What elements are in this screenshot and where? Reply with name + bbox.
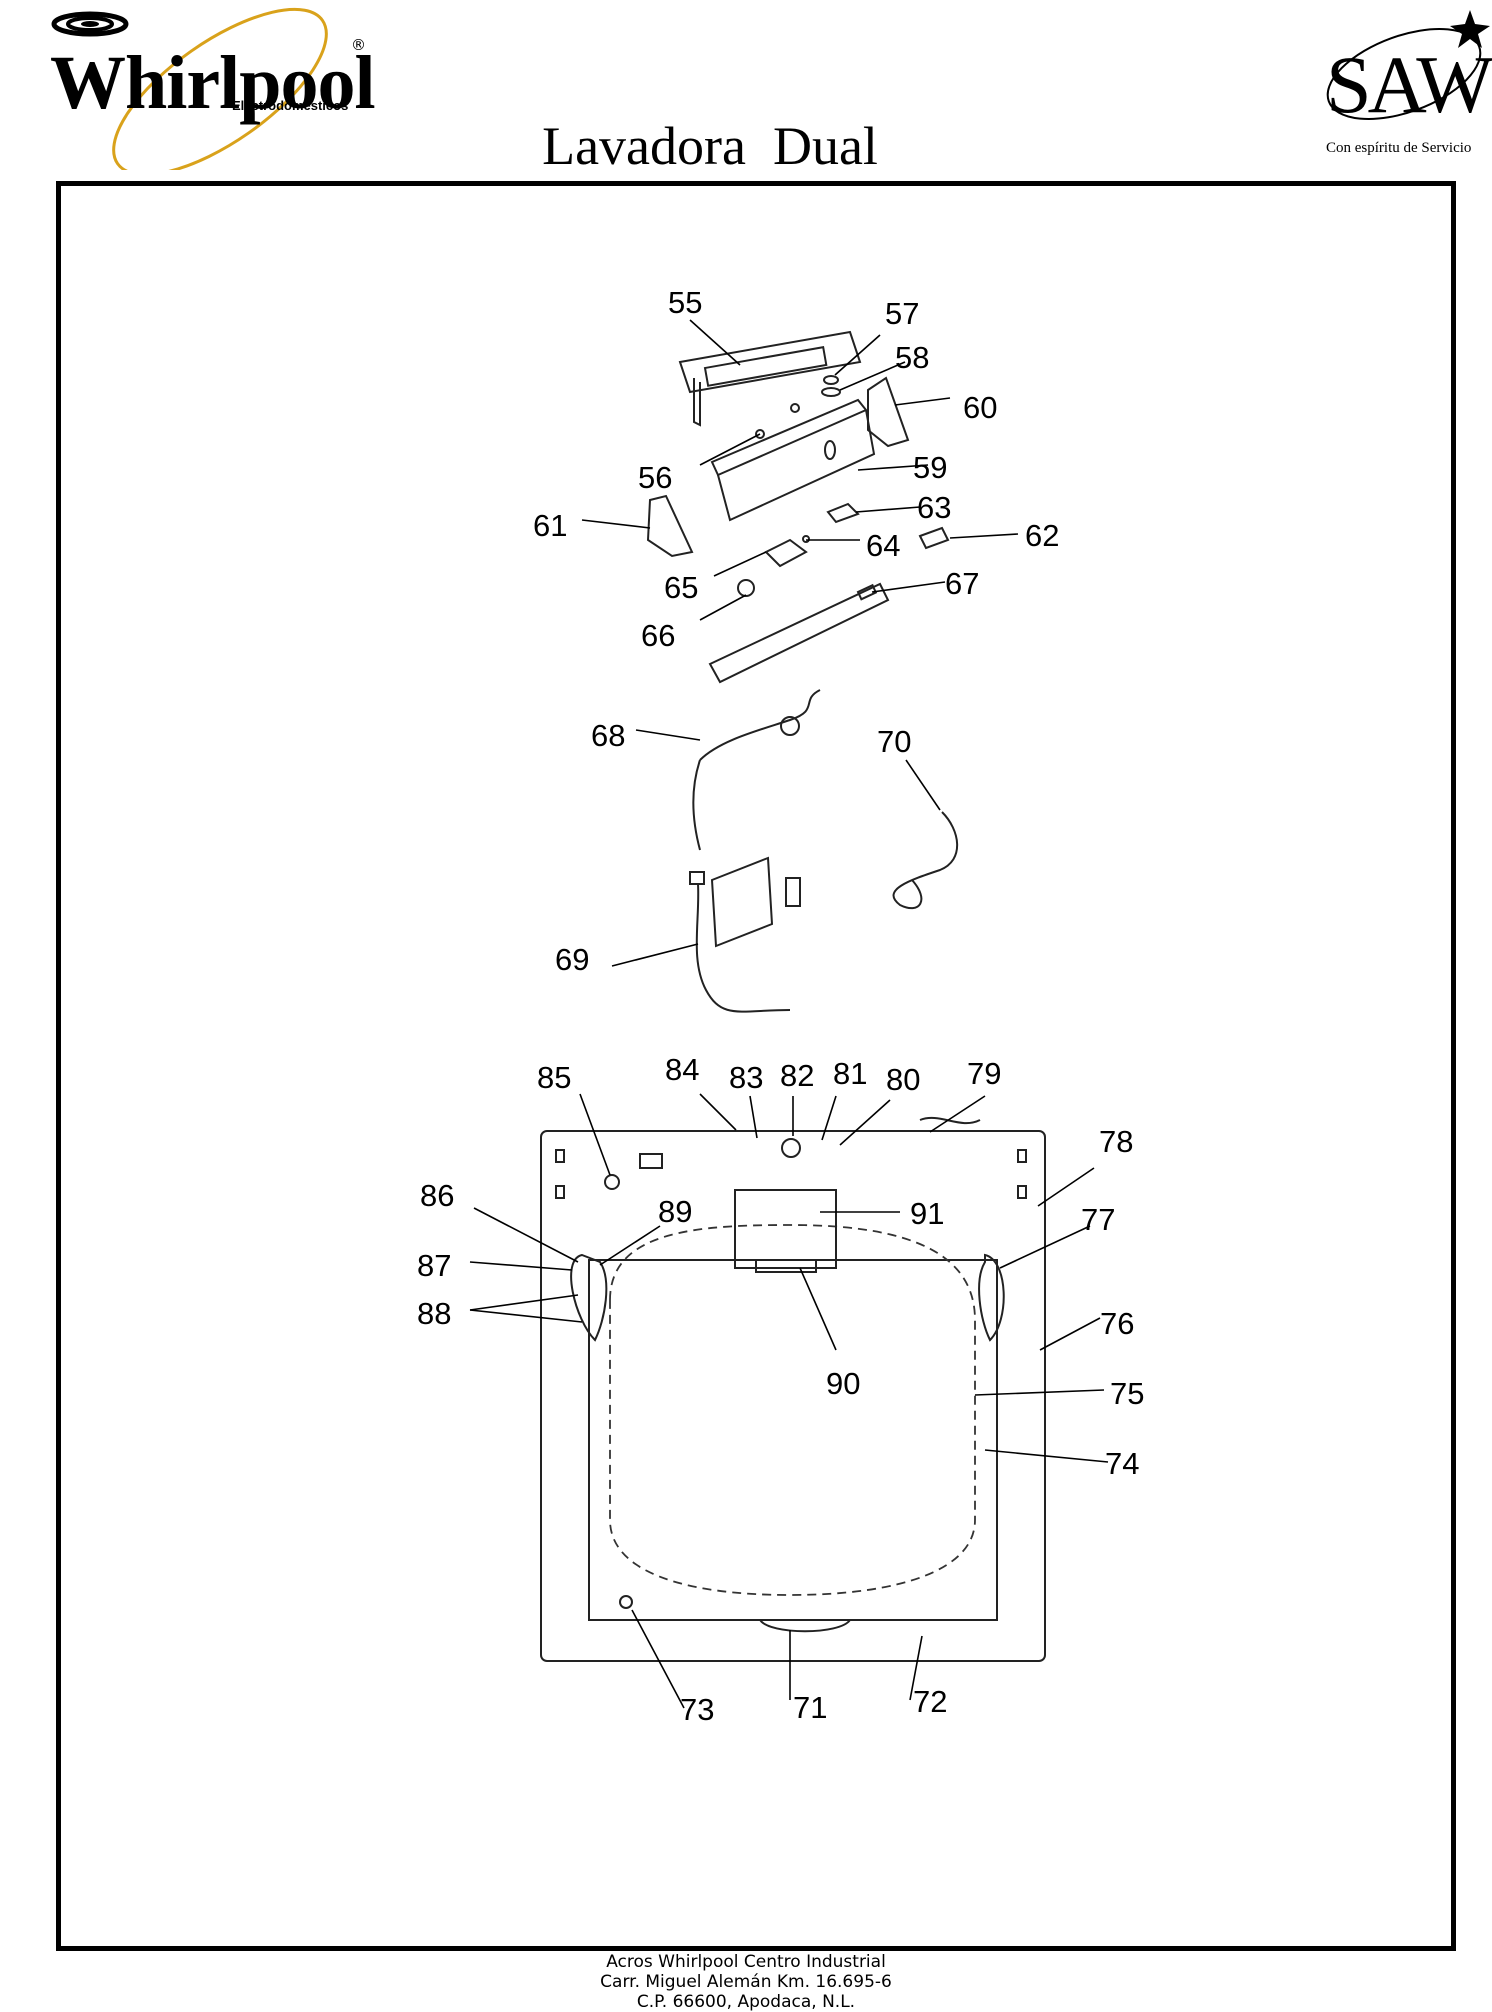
part-endcap-60 — [867, 376, 910, 448]
callout-76: 76 — [1100, 1306, 1134, 1341]
part-knob-57 — [823, 375, 839, 385]
footer-line-3: C.P. 66600, Apodaca, N.L. — [636, 1992, 856, 2012]
callout-83: 83 — [729, 1060, 763, 1095]
callout-88: 88 — [417, 1296, 451, 1331]
callout-65: 65 — [664, 570, 698, 605]
callout-90: 90 — [826, 1366, 860, 1401]
callout-58: 58 — [895, 340, 929, 375]
footer-address: Acros Whirlpool Centro Industrial Carr. … — [446, 1952, 1046, 2012]
callout-78: 78 — [1099, 1124, 1133, 1159]
callout-69: 69 — [555, 942, 589, 977]
top-cover-assembly — [540, 1116, 1046, 1662]
part-slot-c — [1017, 1149, 1027, 1163]
part-knob-66 — [737, 579, 755, 597]
callout-64: 64 — [866, 528, 900, 563]
part-bushing-82 — [781, 1138, 801, 1158]
callout-68: 68 — [591, 718, 625, 753]
callout-79: 79 — [967, 1056, 1001, 1091]
part-hinge-right — [978, 1253, 1005, 1342]
part-screw-64 — [802, 535, 810, 543]
console-parts — [646, 330, 950, 684]
callout-77: 77 — [1081, 1202, 1115, 1237]
callout-86: 86 — [420, 1178, 454, 1213]
diagram-frame — [56, 181, 1456, 1951]
part-plate-67 — [708, 582, 890, 684]
part-plate-slot — [856, 583, 878, 601]
part-hinge-slot — [755, 1259, 817, 1273]
callout-80: 80 — [886, 1062, 920, 1097]
callout-73: 73 — [680, 1692, 714, 1727]
part-slot-d — [1017, 1185, 1027, 1199]
callout-71: 71 — [793, 1690, 827, 1725]
part-bumper-73 — [619, 1595, 633, 1609]
callout-75: 75 — [1110, 1376, 1144, 1411]
callout-55: 55 — [668, 285, 702, 320]
part-control-panel — [678, 330, 862, 394]
part-hinge-left — [570, 1253, 608, 1342]
registered-mark: ® — [351, 36, 366, 54]
leader-lines — [469, 319, 1109, 1709]
part-harness-68 — [699, 689, 821, 761]
part-lid-gasket — [609, 1224, 976, 1596]
part-slot-b — [555, 1185, 565, 1199]
whirlpool-wordmark: Whirlpool — [50, 41, 376, 125]
callout-62: 62 — [1025, 518, 1059, 553]
part-plug-85 — [604, 1174, 620, 1190]
part-control-panel-edge — [693, 378, 701, 427]
part-harness-69-clip — [785, 877, 801, 907]
part-front-notch-71 — [759, 1619, 851, 1633]
callout-56: 56 — [638, 460, 672, 495]
callout-85: 85 — [537, 1060, 571, 1095]
page-title: Lavadora Dual — [542, 116, 878, 176]
part-screw-56b — [790, 403, 800, 413]
part-lid-switch-79 — [919, 1116, 981, 1125]
callout-70: 70 — [877, 724, 911, 759]
footer-line-2: Carr. Miguel Alemán Km. 16.695-6 — [600, 1972, 892, 1992]
part-lid-frame — [588, 1259, 998, 1621]
part-harness-68-lead — [692, 759, 701, 851]
callout-84: 84 — [665, 1052, 699, 1087]
callout-82: 82 — [780, 1058, 814, 1093]
callout-87: 87 — [417, 1248, 451, 1283]
part-harness-69-board — [710, 856, 774, 948]
whirlpool-swoosh-icon — [51, 7, 328, 170]
callout-63: 63 — [917, 490, 951, 525]
saw-wordmark: SAW — [1326, 39, 1492, 130]
footer-line-1: Acros Whirlpool Centro Industrial — [606, 1952, 886, 1972]
part-harness-plug — [689, 871, 705, 885]
callout-91: 91 — [910, 1196, 944, 1231]
part-power-cord-70 — [892, 811, 959, 910]
part-harness-connector — [780, 716, 800, 736]
part-harness-69 — [695, 883, 791, 1013]
saw-tagline: Con espíritu de Servicio — [1326, 140, 1472, 156]
part-slot-a — [555, 1149, 565, 1163]
callout-72: 72 — [913, 1684, 947, 1719]
saw-star-icon — [1326, 10, 1490, 120]
part-switch-62 — [918, 526, 950, 550]
callout-66: 66 — [641, 618, 675, 653]
part-panel-window — [703, 346, 828, 387]
callout-60: 60 — [963, 390, 997, 425]
part-endcap-61 — [646, 494, 694, 558]
wiring-parts — [689, 689, 959, 1013]
part-top-cover-72 — [540, 1130, 1046, 1662]
part-console-59 — [710, 398, 868, 477]
callout-89: 89 — [658, 1194, 692, 1229]
callout-81: 81 — [833, 1056, 867, 1091]
part-hinge-bracket-90 — [734, 1189, 837, 1269]
part-screw-56 — [755, 429, 765, 439]
callout-labels: 55 56 57 58 59 60 61 62 63 64 65 66 67 6… — [417, 285, 1144, 1727]
callout-57: 57 — [885, 296, 919, 331]
part-switch-63 — [826, 502, 860, 524]
callout-74: 74 — [1105, 1446, 1139, 1481]
part-cutout — [639, 1153, 663, 1169]
callout-67: 67 — [945, 566, 979, 601]
part-console-hole — [824, 440, 836, 460]
callout-59: 59 — [913, 450, 947, 485]
whirlpool-subtitle: Electrodomésticos — [232, 98, 349, 113]
part-timer-65 — [764, 538, 808, 568]
callout-61: 61 — [533, 508, 567, 543]
part-washer-58 — [821, 387, 841, 397]
